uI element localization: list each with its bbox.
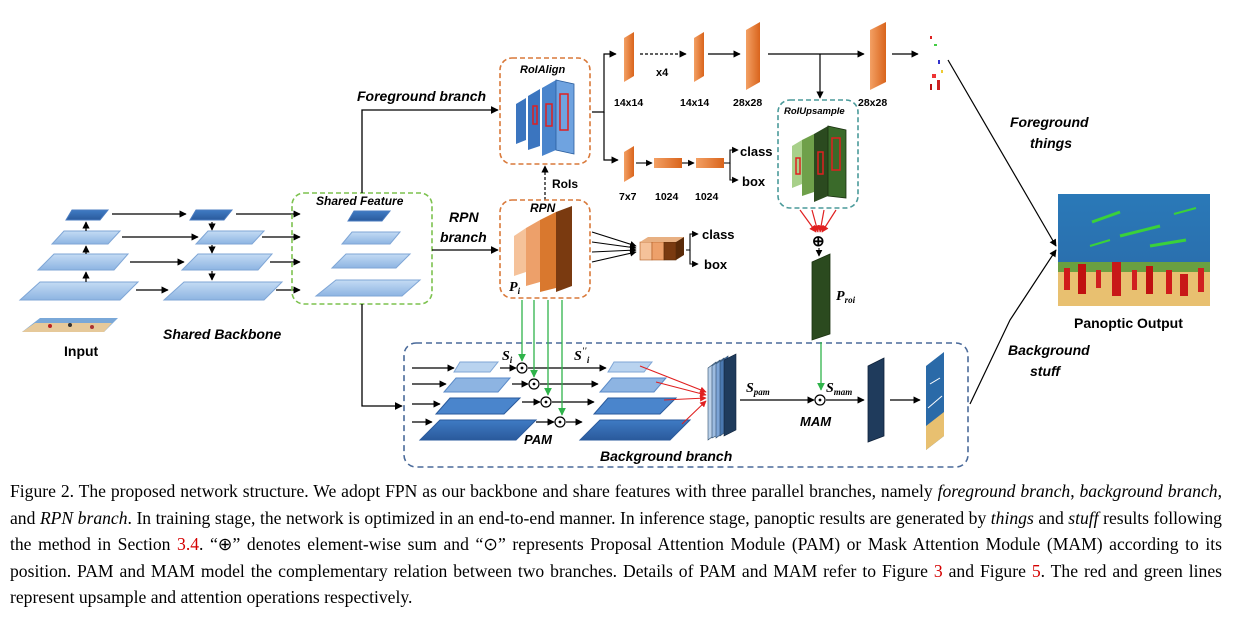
mam-label: MAM: [800, 414, 832, 429]
shared-backbone-label: Shared Backbone: [163, 326, 281, 342]
rpn-branch-label-line2: branch: [440, 229, 487, 245]
figure-3-ref-link[interactable]: 3: [933, 560, 943, 581]
backbone-pyramid-right: [162, 209, 284, 301]
rpn-class-label: class: [702, 227, 735, 242]
foreground-mask-thumbnail: [930, 36, 943, 90]
bg-stuff-label-line2: stuff: [1030, 363, 1061, 379]
rpn-output-arrows: [591, 231, 637, 263]
pam-dot-symbols: [516, 362, 566, 428]
rois-label: RoIs: [552, 177, 578, 191]
backbone-pyramid-left: [18, 209, 140, 301]
dim-14x14-b: 14x14: [680, 97, 709, 109]
caption-text-6: results following the method in Section: [10, 507, 1222, 555]
fg-things-label-line2: things: [1030, 135, 1072, 151]
rpn-head-blocks: [639, 237, 684, 261]
x4-label: x4: [656, 67, 669, 79]
roialign-box: [499, 57, 591, 165]
pi-label: Pi: [509, 280, 521, 296]
element-sum-symbol: ⊕: [812, 233, 825, 250]
caption-italic-foreground-branch: foreground branch: [937, 481, 1071, 501]
shared-feature-label: Shared Feature: [316, 194, 404, 208]
shared-feature-pyramid: [314, 210, 422, 297]
rpn-branch-label-line1: RPN: [449, 209, 479, 225]
panoptic-output-label: Panoptic Output: [1074, 315, 1183, 331]
input-image: [22, 318, 118, 332]
roialign-stack: [516, 79, 575, 156]
dim-7x7: 7x7: [619, 191, 637, 203]
smam-label: Smam: [826, 381, 852, 397]
rpn-label: RPN: [530, 201, 556, 215]
caption-text-2: ,: [1070, 481, 1080, 501]
figure-caption: Figure 2. The proposed network structure…: [10, 478, 1222, 611]
caption-text-8: and Figure: [942, 560, 1032, 581]
mam-output-feature: [867, 357, 885, 443]
caption-italic-things: things: [990, 507, 1034, 528]
fg-head-arrows: [592, 50, 919, 164]
rpn-box-arrow: [689, 250, 699, 268]
rpn-box-label: box: [704, 257, 728, 272]
pam-label: PAM: [524, 432, 553, 447]
panoptic-output-image: [1058, 194, 1210, 306]
dim-1024-a: 1024: [655, 191, 679, 203]
caption-text-9: . The red and green lines represent upsa…: [10, 560, 1223, 608]
network-structure-diagram: Input Shared Backbone Shared Feature: [18, 22, 1210, 468]
fg-things-label-line1: Foreground: [1010, 114, 1089, 130]
bg-pyramid-right: [578, 361, 692, 441]
trunk-arrows: [361, 106, 499, 410]
fg-things-arrow: [947, 59, 1057, 247]
box-head: [624, 146, 739, 184]
background-branch-box: [403, 342, 969, 468]
bg-upsample-red-lines: [639, 365, 707, 425]
mam-dot-center: [818, 398, 822, 402]
dim-1024-b: 1024: [695, 191, 719, 203]
attention-green-lines: [518, 300, 825, 416]
caption-text-7: . “⊕” denotes element-wise sum and “⊙” r…: [10, 534, 1222, 581]
rpn-class-arrow: [686, 230, 699, 251]
roiupsample-stack: [792, 125, 847, 202]
rpn-box: [499, 199, 591, 299]
bg-stuff-arrow: [969, 249, 1057, 405]
box-head-class-label: class: [740, 144, 773, 159]
proi-feature: [811, 253, 831, 341]
caption-italic-stuff: stuff: [1068, 507, 1099, 528]
proi-label: Proi: [836, 289, 856, 305]
caption-text-4: . In training stage, the network is opti…: [127, 507, 991, 528]
pam-dot-arrows: [500, 364, 607, 426]
roiupsample-label: RoIUpsample: [784, 106, 845, 117]
spam-label: Spam: [746, 381, 770, 397]
dim-28x28-a: 28x28: [733, 97, 762, 109]
sii-label: S''i: [574, 346, 590, 365]
bg-input-arrows: [412, 364, 455, 426]
dim-28x28-b: 28x28: [858, 97, 887, 109]
section-ref-link[interactable]: 3.4: [177, 534, 200, 555]
bg-stuff-label-line1: Background: [1008, 342, 1090, 358]
roiupsample-box: [777, 99, 859, 209]
background-stuff-thumbnail: [926, 352, 944, 450]
input-label: Input: [64, 343, 99, 359]
roialign-label: RoIAlign: [520, 64, 565, 76]
lateral-arrows: [112, 210, 301, 294]
box-head-box-label: box: [742, 174, 766, 189]
pam-dot-centers: [520, 366, 562, 424]
bg-concat-feature: [707, 353, 737, 441]
background-branch-label: Background branch: [600, 448, 732, 464]
caption-text-1: Figure 2. The proposed network structure…: [10, 481, 938, 501]
foreground-branch-label: Foreground branch: [357, 88, 486, 104]
upsample-red-lines: [799, 209, 837, 233]
dim-14x14-a: 14x14: [614, 97, 643, 109]
figure-5-ref-link[interactable]: 5: [1031, 560, 1041, 581]
caption-text-3: , and: [10, 481, 1222, 528]
mask-conv-layers: [624, 22, 886, 90]
caption-italic-background-branch: background branch: [1079, 481, 1218, 501]
rpn-stack: [514, 206, 572, 292]
si-label: Si: [502, 349, 513, 365]
caption-text-5: and: [1033, 507, 1069, 528]
bg-pyramid-left: [418, 361, 538, 441]
caption-italic-rpn-branch: RPN branch: [39, 507, 128, 528]
